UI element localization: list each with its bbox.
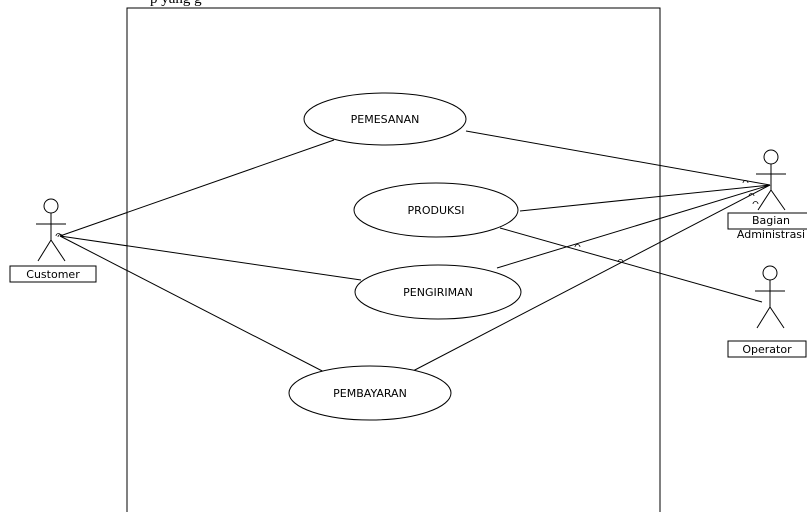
line-junction-marks [55, 180, 759, 263]
actor-bagian-administrasi[interactable] [727, 149, 807, 230]
use-case-label: PENGIRIMAN [403, 286, 473, 299]
association-customer-pemesanan [59, 139, 335, 237]
junction-mark [574, 244, 581, 248]
actor-customer[interactable] [9, 198, 97, 283]
use-case-pengiriman[interactable]: PENGIRIMAN [354, 264, 522, 320]
use-case-label: PEMBAYARAN [333, 387, 407, 400]
use-case-produksi[interactable]: PRODUKSI [353, 182, 519, 238]
junction-mark [742, 180, 749, 184]
actor-head-icon [43, 198, 59, 214]
association-bagian-produksi [519, 184, 771, 212]
actor-label-box [9, 265, 97, 283]
actor-leg [769, 306, 785, 329]
actor-leg [756, 306, 771, 329]
junction-mark [752, 201, 759, 205]
actor-leg [770, 189, 786, 211]
association-bagian-pengiriman [496, 184, 771, 269]
actor-head-icon [763, 149, 779, 165]
use-case-pembayaran[interactable]: PEMBAYARAN [288, 365, 452, 421]
use-case-label: PRODUKSI [408, 204, 465, 217]
association-operator-produksi [499, 227, 763, 303]
actor-operator[interactable] [727, 265, 807, 358]
actor-customer-label: Customer [26, 268, 80, 281]
actor-bagian-label-line1: Bagian [752, 214, 790, 227]
use-case-label: PEMESANAN [351, 113, 420, 126]
junction-mark [748, 193, 755, 197]
actor-bagian-label-line2: Administrasi [737, 228, 805, 241]
actor-head-icon [762, 265, 778, 281]
junction-mark [617, 259, 624, 263]
actor-label-box [727, 340, 807, 358]
junction-mark [57, 234, 64, 238]
associations [59, 130, 771, 376]
association-customer-pengiriman [59, 235, 362, 281]
association-bagian-pemesanan [465, 130, 771, 186]
junction-mark [55, 233, 62, 237]
association-customer-pembayaran [59, 235, 331, 376]
actor-operator-label: Operator [742, 343, 792, 356]
partial-caption-text: p yang g [150, 0, 202, 8]
system-boundary [126, 7, 661, 512]
association-bagian-pembayaran [410, 184, 771, 373]
actor-label-box [727, 212, 807, 230]
use-case-pemesanan[interactable]: PEMESANAN [303, 92, 467, 146]
actor-leg [37, 239, 52, 262]
actor-leg [757, 189, 772, 211]
actor-leg [50, 239, 66, 262]
